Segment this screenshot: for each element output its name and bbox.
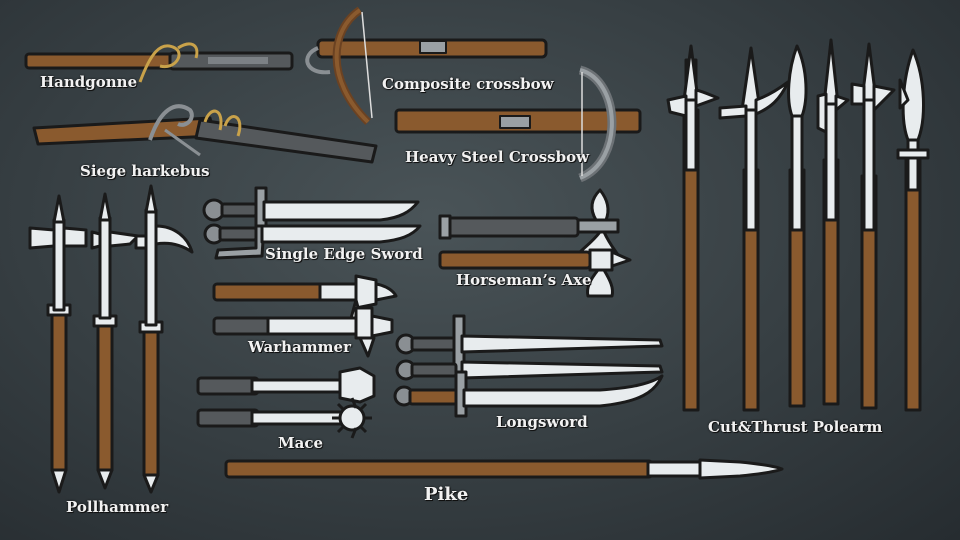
handgonne-label: Handgonne (40, 73, 138, 91)
cut-thrust-polearm-weapons[interactable] (666, 38, 930, 412)
single-edge-sword-weapons[interactable] (202, 186, 422, 260)
heavy-steel-crossbow-label: Heavy Steel Crossbow (405, 148, 589, 166)
longsword-weapons[interactable] (393, 314, 664, 418)
siege-harkebus-weapon[interactable] (32, 104, 378, 164)
pike-label: Pike (424, 484, 469, 505)
handgonne-weapon[interactable] (24, 42, 294, 83)
warhammer-label: Warhammer (248, 338, 351, 356)
cut-thrust-polearm-label: Cut&Thrust Polearm (708, 418, 883, 436)
pollhammer-weapons[interactable] (28, 184, 194, 494)
pollhammer-label: Pollhammer (66, 498, 169, 516)
mace-label: Mace (278, 434, 323, 452)
horsemans-axe-label: Horseman’s Axe (456, 271, 592, 289)
heavy-steel-crossbow-weapon[interactable] (394, 65, 642, 183)
composite-crossbow-label: Composite crossbow (382, 75, 554, 93)
composite-crossbow-weapon[interactable] (305, 6, 548, 125)
siege-harkebus-label: Siege harkebus (80, 162, 210, 180)
longsword-label: Longsword (496, 413, 588, 431)
single-edge-sword-label: Single Edge Sword (265, 245, 423, 263)
warhammer-weapons[interactable] (212, 274, 398, 358)
horsemans-axe-weapons[interactable] (438, 188, 632, 298)
mace-weapons[interactable] (196, 366, 376, 439)
pike-weapon[interactable] (224, 458, 784, 480)
